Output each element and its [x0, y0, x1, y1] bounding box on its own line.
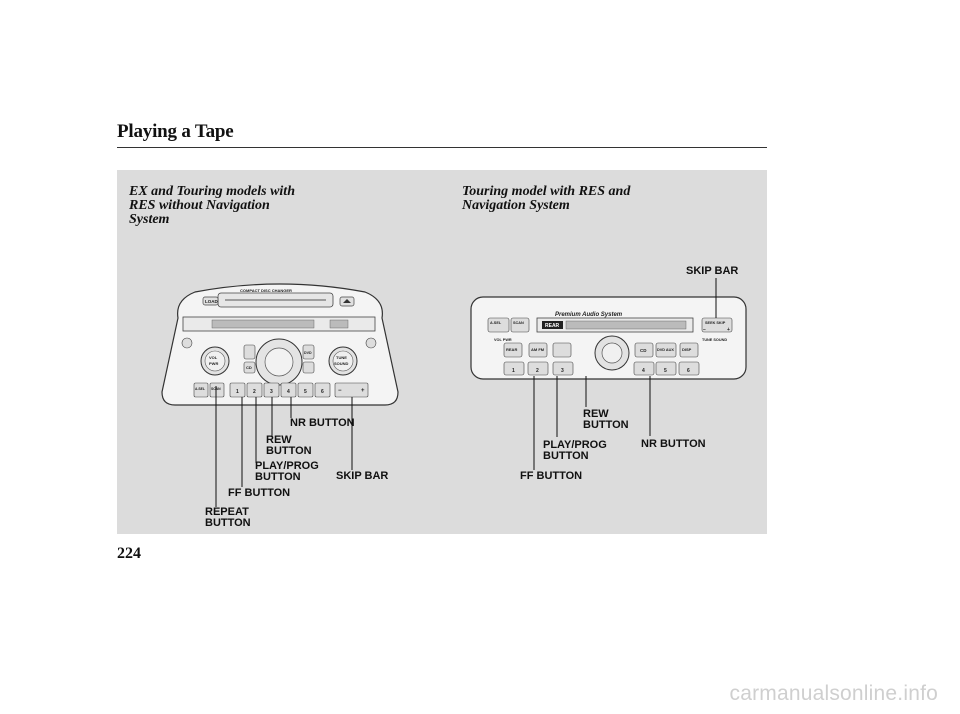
rear-label: REAR	[506, 347, 517, 352]
left-nr-button-callout: NR BUTTON	[290, 418, 355, 429]
preset-6-button	[314, 382, 331, 398]
am-fm-label: AM FM	[531, 347, 545, 352]
preset-label: 4	[287, 389, 290, 395]
right-audio-unit: Premium Audio System A.SEL SCAN REAR SEE…	[470, 296, 747, 380]
page-number: 224	[117, 545, 141, 562]
preset-label: 1	[236, 389, 239, 395]
preset-label: 4	[642, 368, 645, 374]
watermark: carmanualsonline.info	[729, 682, 938, 705]
left-skip-bar-callout: SKIP BAR	[336, 471, 388, 482]
callout-line: REW	[266, 434, 292, 446]
preset-2-button	[527, 361, 549, 376]
callout-line: PLAY/PROG	[543, 439, 607, 451]
svg-text:+: +	[727, 327, 730, 333]
disp-label: DISP	[682, 347, 692, 352]
rear-display-badge: REAR	[545, 323, 560, 329]
left-play-prog-button-callout: PLAY/PROG BUTTON	[255, 461, 319, 483]
callout-line: BUTTON	[583, 419, 629, 431]
preset-4-button	[633, 361, 655, 376]
left-repeat-button-callout: REPEAT BUTTON	[205, 507, 251, 529]
preset-label: 2	[253, 389, 256, 395]
left-leader-lines	[215, 386, 353, 507]
load-button	[202, 296, 219, 306]
preset-4-button	[280, 382, 297, 398]
page-title: Playing a Tape	[117, 121, 234, 142]
right-nr-button-callout: NR BUTTON	[641, 439, 706, 450]
asel-label: A.SEL	[490, 321, 502, 325]
preset-label: 3	[270, 389, 273, 395]
callout-line: BUTTON	[255, 471, 301, 483]
left-section-heading: EX and Touring models with RES without N…	[129, 185, 319, 227]
left-heading-line: System	[129, 212, 170, 227]
right-heading-line: Touring model with RES and	[462, 184, 631, 199]
preset-5-button	[655, 361, 677, 376]
svg-text:+: +	[361, 388, 365, 394]
callout-line: NR BUTTON	[290, 417, 355, 429]
preset-2-button	[246, 382, 263, 398]
callout-line: NR BUTTON	[641, 438, 706, 450]
callout-line: SKIP BAR	[686, 265, 739, 277]
left-ff-button-callout: FF BUTTON	[228, 488, 290, 499]
cd-label: CD	[246, 365, 252, 370]
scan-label: SCAN	[513, 321, 524, 325]
sound-label: SOUND	[334, 361, 349, 366]
cd-label: CD	[640, 348, 647, 353]
preset-label: 5	[664, 368, 667, 374]
title-divider	[117, 147, 767, 148]
preset-label: 6	[321, 389, 324, 395]
right-section-heading: Touring model with RES and Navigation Sy…	[462, 185, 652, 213]
callout-line: BUTTON	[543, 450, 589, 462]
preset-5-button	[297, 382, 314, 398]
callout-line: FF BUTTON	[228, 487, 291, 499]
preset-label: 5	[304, 389, 307, 395]
changer-label: COMPACT DISC CHANGER	[240, 288, 292, 293]
left-heading-line: EX and Touring models with	[129, 184, 295, 199]
callout-line: REW	[583, 408, 609, 420]
preset-label: 1	[512, 368, 515, 374]
preset-label: 6	[687, 368, 690, 374]
callout-line: BUTTON	[205, 517, 251, 529]
tune-label: TUNE	[336, 355, 347, 360]
tune-sound-label: TUNE SOUND	[702, 338, 727, 342]
skip-bar	[701, 317, 733, 333]
right-ff-button-callout: FF BUTTON	[520, 471, 582, 482]
vol-label: VOL	[209, 355, 218, 360]
dvd-label: DVD	[304, 351, 312, 355]
preset-label: 3	[561, 368, 564, 374]
load-label: LOAD	[205, 299, 218, 304]
right-play-prog-button-callout: PLAY/PROG BUTTON	[543, 440, 607, 462]
svg-text:−: −	[703, 327, 706, 333]
preset-label: 2	[536, 368, 539, 374]
left-rew-button-callout: REW BUTTON	[266, 435, 312, 457]
callout-line: PLAY/PROG	[255, 460, 319, 472]
callout-line: FF BUTTON	[520, 470, 583, 482]
left-heading-line: RES without Navigation	[129, 198, 270, 213]
preset-6-button	[678, 361, 700, 376]
right-skip-bar-callout: SKIP BAR	[686, 266, 738, 277]
seek-skip-label: SEEK SKIP	[705, 321, 726, 325]
callout-line: REPEAT	[205, 506, 249, 518]
svg-text:−: −	[338, 388, 342, 394]
brand-label: Premium Audio System	[555, 312, 623, 318]
right-rew-button-callout: REW BUTTON	[583, 409, 629, 431]
preset-3-button	[552, 361, 574, 376]
callout-line: SKIP BAR	[336, 470, 389, 482]
right-heading-line: Navigation System	[462, 198, 570, 213]
preset-1-button	[503, 361, 525, 376]
callout-line: BUTTON	[266, 445, 312, 457]
vol-pwr-label: VOL PWR	[494, 338, 512, 342]
asel-label: A.SEL	[195, 387, 205, 391]
pwr-label: PWR	[209, 361, 218, 366]
preset-1-button	[229, 382, 246, 398]
dvd-aux-label: DVD AUX	[657, 348, 674, 352]
right-leader-lines	[533, 278, 717, 470]
left-audio-unit: COMPACT DISC CHANGER LOAD VOL PWR TUNE S…	[161, 283, 399, 406]
